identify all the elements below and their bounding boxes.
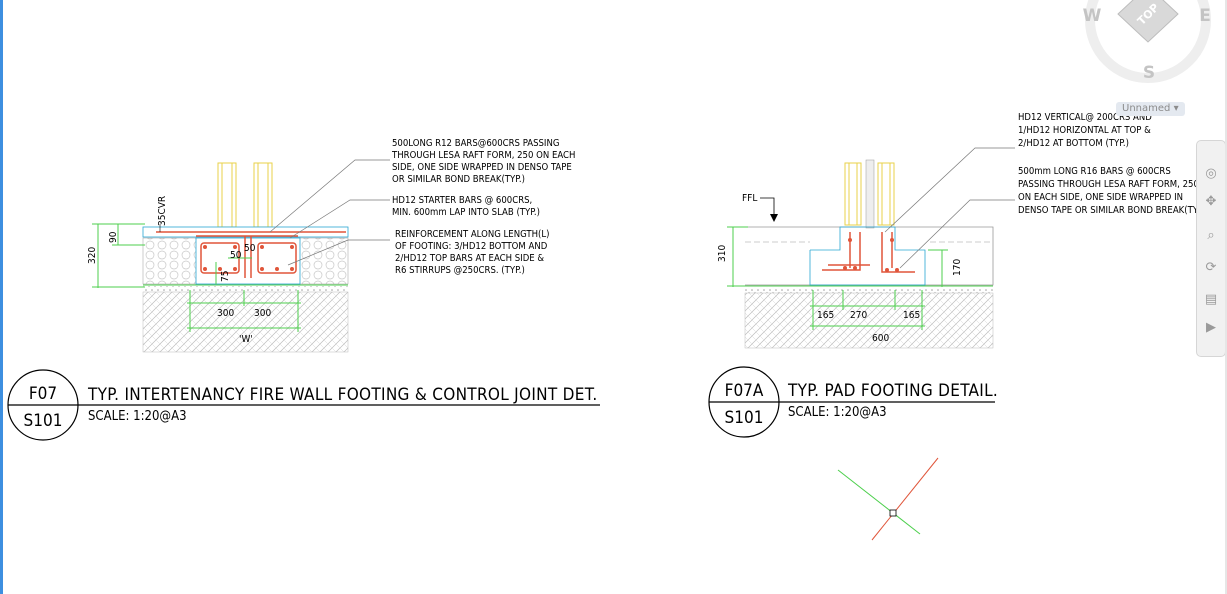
navigation-bar: ◎ ✥ ⌕ ⟳ ▤ ▶ xyxy=(1196,140,1226,357)
viewcube[interactable]: TOP W E S xyxy=(1083,0,1211,83)
wall-frame xyxy=(844,162,895,226)
dim-50-b: 50 xyxy=(230,250,242,261)
scrollbar[interactable] xyxy=(1225,0,1227,594)
zoom-icon[interactable]: ⌕ xyxy=(1207,228,1215,243)
dim-total-depth: 320 xyxy=(87,247,98,264)
notes-f07: 500LONG R12 BARS@600CRS PASSING THROUGH … xyxy=(391,138,575,276)
detail-id: F07A xyxy=(725,381,764,401)
natural-ground xyxy=(142,291,349,353)
dim-270: 270 xyxy=(850,310,867,321)
dim-total-depth: 310 xyxy=(717,245,728,262)
dim-width-w: 'W' xyxy=(239,334,253,345)
sheet-number: S101 xyxy=(725,408,764,428)
pad-footing xyxy=(809,226,926,286)
note-line: DENSO TAPE OR SIMILAR BOND BREAK(TYP.) xyxy=(1018,205,1208,216)
pad-reinforcement xyxy=(822,232,915,273)
footing-reinforcement xyxy=(156,231,346,278)
pan-icon[interactable]: ✥ xyxy=(1205,194,1217,209)
note-line: THROUGH LESA RAFT FORM, 250 ON EACH xyxy=(391,150,575,161)
dim-165-right: 165 xyxy=(903,310,920,321)
named-view-dropdown[interactable]: Unnamed ▾ xyxy=(1116,102,1185,116)
detail-scale: SCALE: 1:20@A3 xyxy=(88,409,187,424)
detail-scale: SCALE: 1:20@A3 xyxy=(788,405,887,420)
dim-165-left: 165 xyxy=(817,310,834,321)
note-line: SIDE, ONE SIDE WRAPPED IN DENSO TAPE xyxy=(392,162,572,173)
detail-id: F07 xyxy=(29,384,57,404)
dim-75: 75 xyxy=(220,271,231,282)
ffl-label: FFL xyxy=(742,193,757,204)
note-line: PASSING THROUGH LESA RAFT FORM, 250 xyxy=(1018,179,1199,190)
dim-cover: 35CVR xyxy=(157,196,168,226)
note-line: REINFORCEMENT ALONG LENGTH(L) xyxy=(395,229,549,240)
dim-pad-depth: 170 xyxy=(952,259,963,276)
fire-wall-frame xyxy=(217,162,273,228)
note-line: 500mm LONG R16 BARS @ 600CRS xyxy=(1018,166,1171,177)
viewcube-west[interactable]: W xyxy=(1083,6,1102,26)
note-line: 500LONG R12 BARS@600CRS PASSING xyxy=(392,138,559,149)
note-line: 2/HD12 TOP BARS AT EACH SIDE & xyxy=(395,253,544,264)
named-view-label: Unnamed xyxy=(1122,103,1171,114)
viewport-left-edge xyxy=(0,0,3,594)
title-bubble-f07: F07 S101 TYP. INTERTENANCY FIRE WALL FOO… xyxy=(7,369,600,441)
note-line: OR SIMILAR BOND BREAK(TYP.) xyxy=(392,174,525,185)
dim-300-left: 300 xyxy=(217,308,234,319)
steering-wheel-icon[interactable]: ◎ xyxy=(1205,166,1217,181)
detail-f07: 35CVR 90 320 50 50 75 300 300 'W' 500LON… xyxy=(7,138,600,441)
dim-600: 600 xyxy=(872,333,889,344)
viewcube-east[interactable]: E xyxy=(1199,6,1211,26)
crosshair-cursor xyxy=(837,457,939,541)
detail-f07a: FFL 310 170 165 270 165 600 HD12 VERTICA… xyxy=(708,112,1208,438)
dim-300-right: 300 xyxy=(254,308,271,319)
detail-title: TYP. INTERTENANCY FIRE WALL FOOTING & CO… xyxy=(87,385,597,405)
note-line: MIN. 600mm LAP INTO SLAB (TYP.) xyxy=(392,207,540,218)
note-line: 2/HD12 AT BOTTOM (TYP.) xyxy=(1018,138,1129,149)
sheet-number: S101 xyxy=(24,411,63,431)
title-bubble-f07a: F07A S101 TYP. PAD FOOTING DETAIL. SCALE… xyxy=(708,366,998,438)
note-line: HD12 VERTICAL@ 200CRS AND xyxy=(1018,112,1152,123)
note-line: OF FOOTING: 3/HD12 BOTTOM AND xyxy=(395,241,548,252)
play-icon[interactable]: ▶ xyxy=(1206,320,1216,335)
viewcube-south[interactable]: S xyxy=(1143,63,1155,83)
dim-slab: 90 xyxy=(108,231,119,243)
chevron-down-icon: ▾ xyxy=(1173,103,1179,114)
note-line: R6 STIRRUPS @250CRS. (TYP.) xyxy=(395,265,525,276)
detail-title: TYP. PAD FOOTING DETAIL. xyxy=(787,381,998,401)
note-line: 1/HD12 HORIZONTAL AT TOP & xyxy=(1018,125,1151,136)
showmotion-icon[interactable]: ▤ xyxy=(1204,292,1218,307)
note-line: HD12 STARTER BARS @ 600CRS, xyxy=(392,195,532,206)
note-line: ON EACH SIDE, ONE SIDE WRAPPED IN xyxy=(1018,192,1183,203)
notes-f07a: HD12 VERTICAL@ 200CRS AND 1/HD12 HORIZON… xyxy=(1018,112,1208,216)
sand-bed xyxy=(143,286,348,292)
dim-50-a: 50 xyxy=(244,243,256,254)
orbit-icon[interactable]: ⟳ xyxy=(1205,260,1217,275)
